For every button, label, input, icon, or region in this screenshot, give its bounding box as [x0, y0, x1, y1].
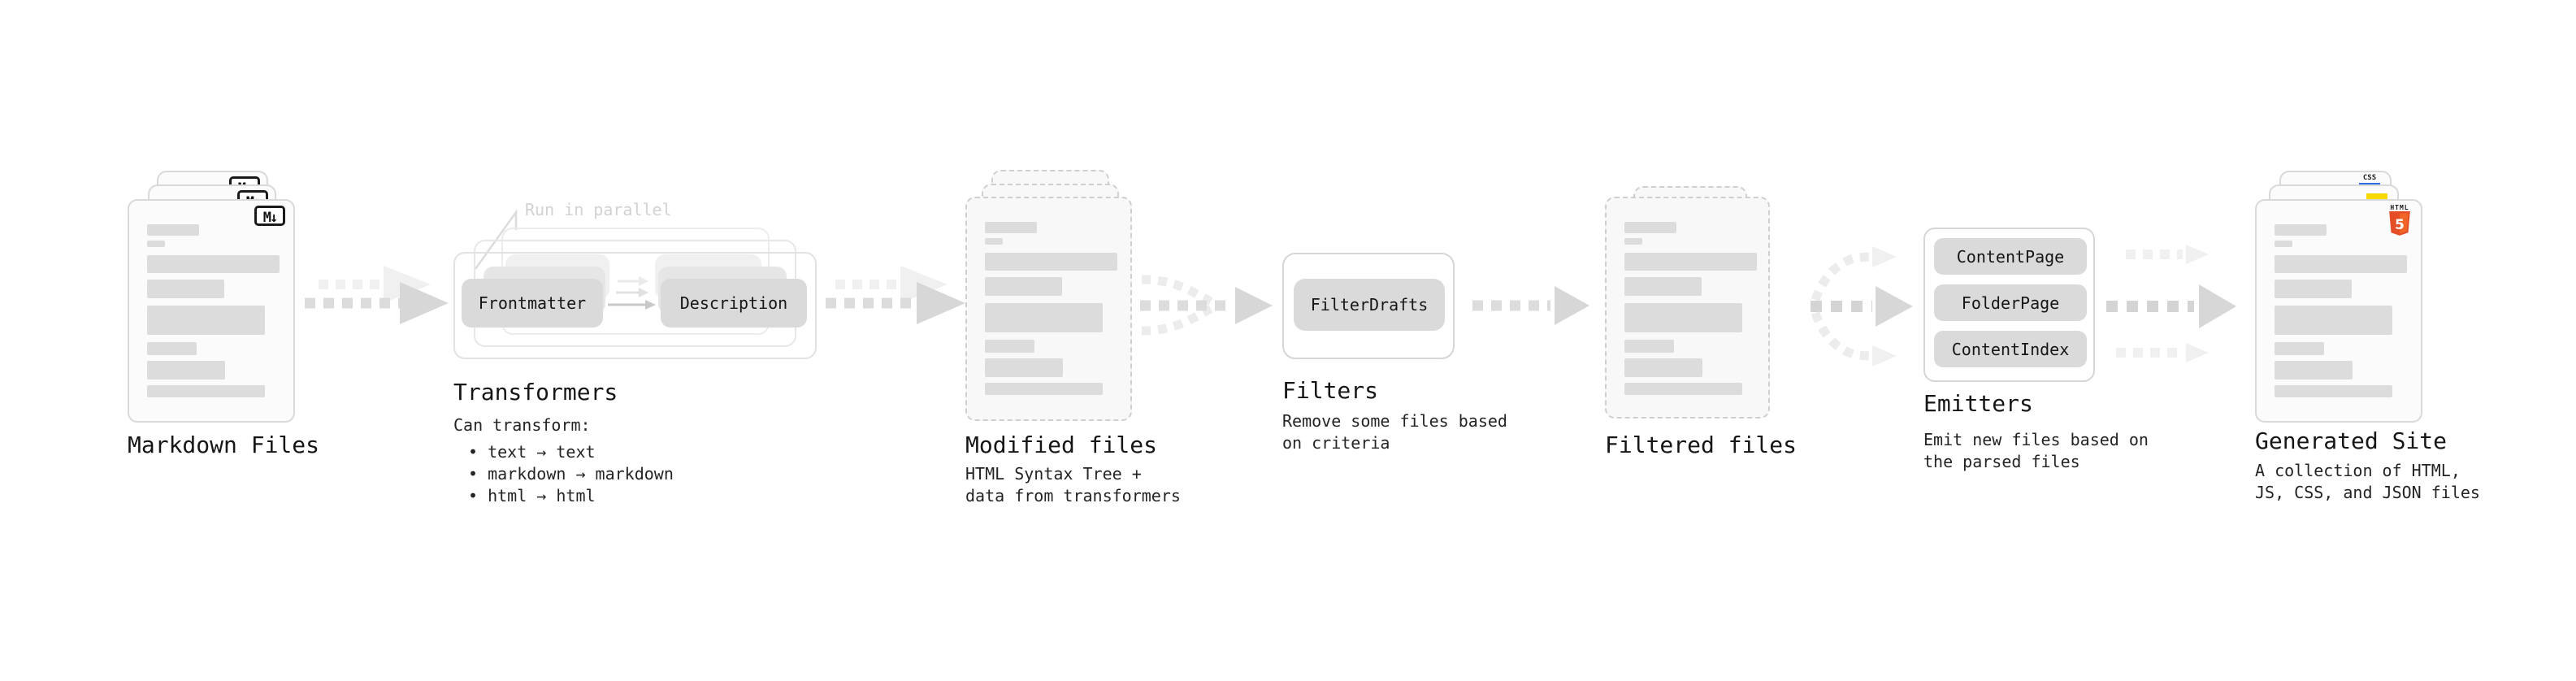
skeleton-bar	[1624, 238, 1642, 245]
folderpage-node: FolderPage	[1934, 284, 2087, 321]
skeleton-bar	[1624, 253, 1757, 271]
transformer-frame-front	[453, 252, 817, 359]
markdown-files-heading: Markdown Files	[128, 432, 320, 458]
filtered-files-heading: Filtered files	[1605, 432, 1798, 458]
skeleton-bar	[2275, 306, 2392, 335]
arrow-emitters-to-generated	[2106, 245, 2236, 362]
run-in-parallel-annotation: Run in parallel	[525, 200, 672, 219]
generated-site-desc: A collection of HTML, JS, CSS, and JSON …	[2255, 460, 2480, 504]
skeleton-bar	[147, 361, 225, 380]
markdown-file-card-front: M↓	[128, 199, 295, 423]
skeleton-bar	[147, 255, 280, 273]
html5-icon: HTML 5	[2388, 204, 2411, 240]
generated-file-card-front: HTML 5	[2255, 199, 2422, 423]
skeleton-bar	[1624, 277, 1702, 296]
transformers-bullet-list: • text → text • markdown → markdown • ht…	[468, 441, 674, 507]
skeleton-bar	[2275, 342, 2324, 355]
skeleton-bar	[2275, 361, 2353, 380]
skeleton-bar	[2275, 280, 2352, 298]
skeleton-bar	[1624, 358, 1702, 377]
contentpage-node: ContentPage	[1934, 238, 2087, 275]
skeleton-bar	[1624, 222, 1676, 233]
file-content-placeholder	[2257, 201, 2421, 421]
desc-line: A collection of HTML,	[2255, 461, 2461, 480]
bullet-item: • markdown → markdown	[468, 464, 674, 484]
skeleton-bar	[985, 277, 1062, 296]
modified-files-heading: Modified files	[965, 432, 1158, 458]
arrow-filters-to-filtered	[1472, 286, 1589, 325]
skeleton-bar	[2275, 255, 2407, 273]
css-icon-label: CSS	[2362, 174, 2377, 182]
desc-line: the parsed files	[1923, 452, 2080, 471]
arrow-transformers-to-modified	[826, 266, 965, 324]
skeleton-bar	[985, 222, 1037, 233]
skeleton-bar	[985, 358, 1063, 377]
skeleton-bar	[1624, 340, 1674, 353]
bullet-item: • html → html	[468, 486, 596, 505]
skeleton-bar	[147, 280, 224, 298]
arrow-markdown-to-transformers	[305, 266, 449, 324]
arrow-modified-to-filters	[1140, 275, 1273, 336]
emitters-heading: Emitters	[1923, 390, 2033, 417]
markdown-icon: M↓	[254, 206, 285, 226]
html5-icon-label: HTML	[2390, 204, 2409, 211]
transformers-heading: Transformers	[453, 379, 618, 406]
skeleton-bar	[1624, 383, 1742, 395]
desc-line: JS, CSS, and JSON files	[2255, 483, 2480, 502]
skeleton-bar	[147, 342, 197, 355]
skeleton-bar	[985, 303, 1103, 332]
filterdrafts-node: FilterDrafts	[1294, 279, 1445, 331]
desc-line: Emit new files based on	[1923, 430, 2149, 449]
desc-line: on criteria	[1282, 433, 1390, 453]
desc-line: Remove some files based	[1282, 411, 1507, 431]
desc-line: data from transformers	[965, 486, 1181, 505]
filters-heading: Filters	[1282, 377, 1379, 404]
description-node: Description	[661, 279, 807, 327]
skeleton-bar	[147, 385, 265, 397]
desc-line: HTML Syntax Tree +	[965, 464, 1142, 484]
filtered-file-card-front	[1605, 197, 1770, 419]
transformers-desc-title: Can transform:	[453, 415, 591, 435]
skeleton-bar	[1624, 303, 1742, 332]
bullet-item: • text → text	[468, 442, 596, 462]
skeleton-bar	[147, 306, 265, 335]
filters-desc: Remove some files based on criteria	[1282, 410, 1507, 454]
generated-site-heading: Generated Site	[2255, 427, 2448, 454]
skeleton-bar	[985, 340, 1034, 353]
modified-file-card-front	[965, 197, 1132, 421]
skeleton-bar	[2275, 385, 2392, 397]
file-content-placeholder	[967, 198, 1130, 419]
svg-text:5: 5	[2395, 217, 2405, 233]
arrow-filtered-to-emitters	[1811, 246, 1913, 367]
skeleton-bar	[985, 253, 1117, 271]
skeleton-bar	[2275, 241, 2292, 247]
skeleton-bar	[147, 224, 199, 236]
skeleton-bar	[2275, 224, 2327, 236]
file-content-placeholder	[129, 201, 293, 421]
skeleton-bar	[147, 241, 165, 247]
skeleton-bar	[985, 383, 1103, 395]
html5-shield: 5	[2389, 211, 2410, 236]
skeleton-bar	[985, 238, 1003, 245]
emitters-desc: Emit new files based on the parsed files	[1923, 429, 2149, 473]
frontmatter-node: Frontmatter	[462, 279, 603, 327]
modified-files-desc: HTML Syntax Tree + data from transformer…	[965, 463, 1181, 507]
contentindex-node: ContentIndex	[1934, 331, 2087, 367]
file-content-placeholder	[1607, 198, 1768, 417]
